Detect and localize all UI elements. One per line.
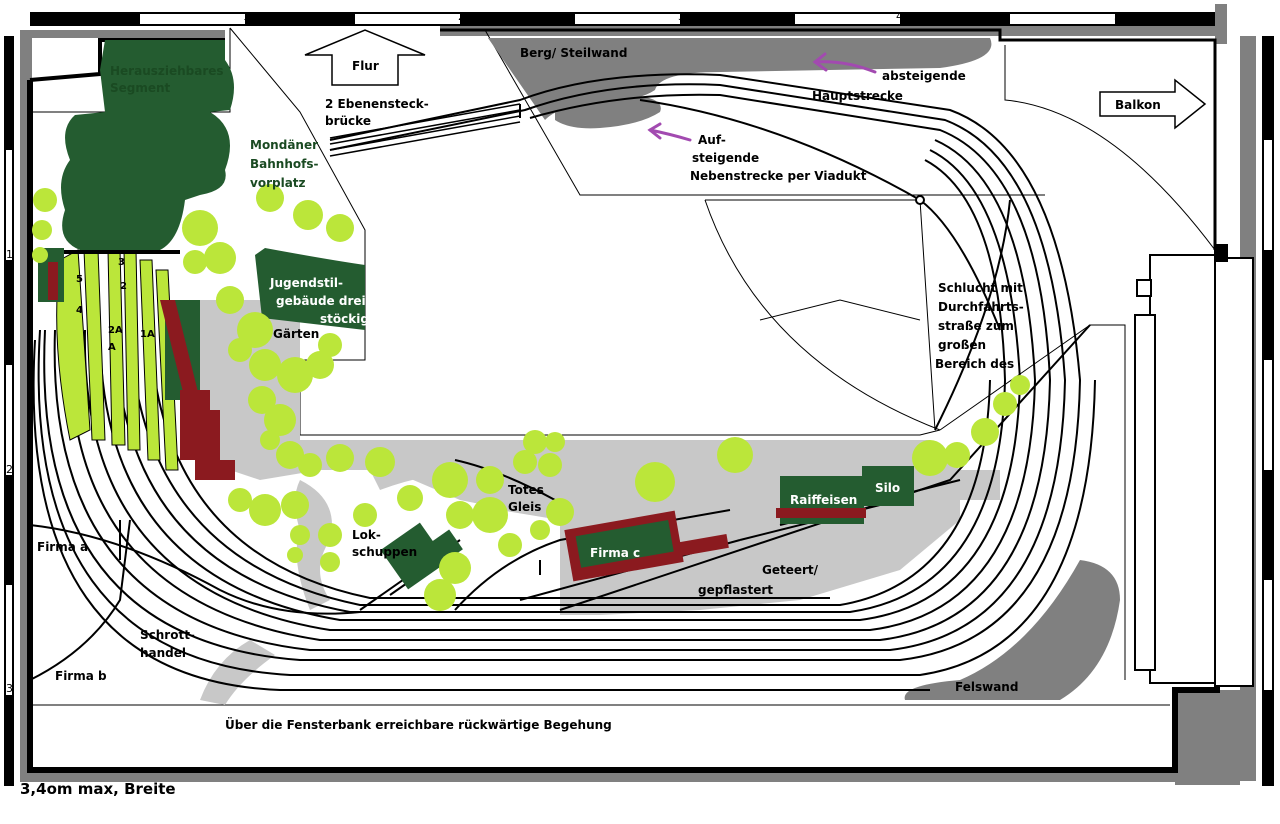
track-number-2a: 2A [108,325,123,336]
label-lokschuppen-2: schuppen [352,545,418,559]
purple-arrows [647,52,877,142]
pullout-segment [38,40,234,302]
label-segment-1: Herausziehbares [110,64,224,78]
label-raiffeisen: Raiffeisen [790,493,858,507]
label-bahnhofsvorplatz-1: Mondäner [250,138,319,152]
track-number-3: 3 [118,257,125,268]
scale-left-2: 2 [6,463,13,476]
label-segment-2: Segment [110,81,171,95]
label-flur: Flur [352,59,379,73]
label-schrotthandel-2: handel [140,646,187,660]
label-schrotthandel-1: Schrott- [140,628,195,642]
trees [32,184,1030,611]
scale-left-3: 3 [6,682,13,695]
label-jugendstil-1: Jugendstil- [270,276,343,290]
label-schlucht-1: Schlucht mit [938,281,1023,295]
scale-top-5: 5 [1114,10,1121,23]
label-totes-gleis-1: Totes [508,483,544,497]
label-firma-c: Firma c [590,546,641,560]
track-number-1a: 1A [140,329,155,340]
label-schlucht-2: Durchfahrts- [938,300,1024,314]
label-bahnhofsvorplatz-2: Bahnhofs- [250,157,319,171]
scale-left-1: 1 [6,248,13,261]
top-scale-bar [30,12,1225,26]
label-aufsteigend-2: steigende [692,151,760,165]
track-number-2: 2 [120,281,127,292]
scale-top-1: 1 [243,10,250,23]
balkon-arrow [1099,78,1207,130]
label-geteert-2: gepflastert [698,583,773,597]
label-absteigend-2: Hauptstrecke [812,89,903,103]
label-felswand: Felswand [955,680,1019,694]
label-gaerten: Gärten [273,327,320,341]
label-bridge-2: brücke [325,114,371,128]
label-geteert-1: Geteert/ [762,563,819,577]
label-schlucht-5: Bereich des [935,357,1015,371]
left-scale-bar [4,36,1274,786]
label-balkon: Balkon [1115,98,1161,112]
ebenen-steckbruecke [329,103,521,157]
scale-top-2: 2 [458,10,465,23]
scale-top-3: 3 [678,10,685,23]
label-fensterbank: Über die Fensterbank erreichbare rückwär… [225,718,612,732]
track-number-a: A [108,342,116,353]
label-firma-b: Firma b [55,669,107,683]
label-jugendstil-3: stöckig [320,312,369,326]
label-silo: Silo [875,481,901,495]
label-berg: Berg/ Steilwand [520,46,628,60]
label-breite: 3,4om max, Breite [20,780,176,798]
label-firma-a: Firma a [37,540,89,554]
label-totes-gleis-2: Gleis [508,500,542,514]
label-schlucht-4: großen [938,338,987,352]
scale-top-4: 4 [896,10,903,23]
balcony-window [1134,244,1254,687]
label-aufsteigend-1: Auf- [698,133,726,147]
label-aufsteigend-3: Nebenstrecke per Viadukt [690,169,867,183]
label-schlucht-3: straße zum [938,319,1014,333]
label-jugendstil-2: gebäude drei- [276,294,371,308]
flur-arrow [304,29,426,86]
viaduct-line [639,99,925,205]
track-number-5: 5 [76,274,83,285]
label-absteigend-1: absteigende [882,69,966,83]
buildings [160,248,914,590]
label-bridge-1: 2 Ebenensteck- [325,97,429,111]
label-lokschuppen-1: Lok- [352,528,381,542]
track-number-4: 4 [76,305,83,316]
label-bahnhofsvorplatz-3: vorplatz [250,176,306,190]
